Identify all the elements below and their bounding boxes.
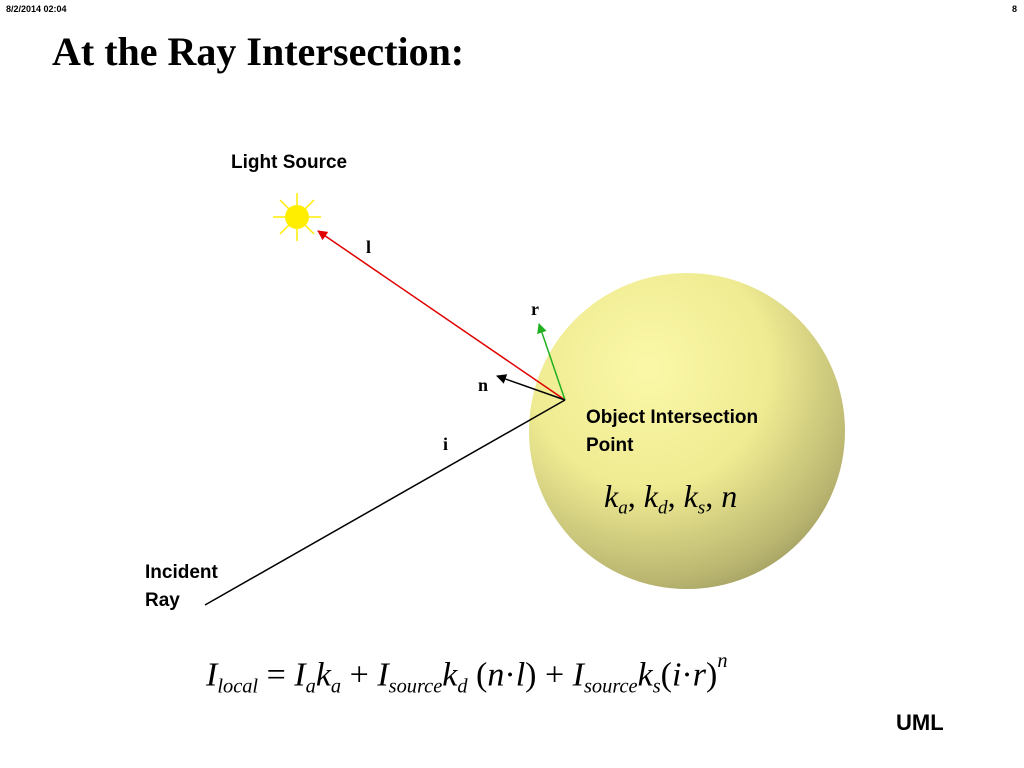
normal-vector [496,374,566,401]
incident-ray-label-line2: Ray [145,590,180,611]
object-point-label: Object Intersection Point [586,404,758,460]
slide-number: 8 [1012,4,1018,14]
light-source-label: Light Source [231,152,348,173]
incident-ray [204,399,566,606]
slide-title: At the Ray Intersection: [52,29,465,74]
light-vector [317,230,566,401]
incident-ray-label-line1: Incident [145,562,218,583]
object-point-label-line1: Object Intersection [586,407,759,428]
material-coefficients: ka, kd, ks, n [604,478,738,519]
sun-icon [273,193,321,241]
reflection-vector [537,323,566,401]
uml-footer: UML [896,710,944,735]
vector-r-label: r [531,299,539,319]
vector-i-label: i [443,434,449,454]
vector-l-label: l [366,237,372,257]
vector-n-label: n [478,375,489,395]
slide-date: 8/2/2014 02:04 [6,4,67,14]
lighting-equation: Ilocal = Iaka + Isourcekd (n·l) + Isourc… [206,650,728,698]
object-sphere [529,273,845,589]
incident-ray-label: Incident Ray [145,559,218,615]
object-point-label-line2: Point [586,435,634,456]
